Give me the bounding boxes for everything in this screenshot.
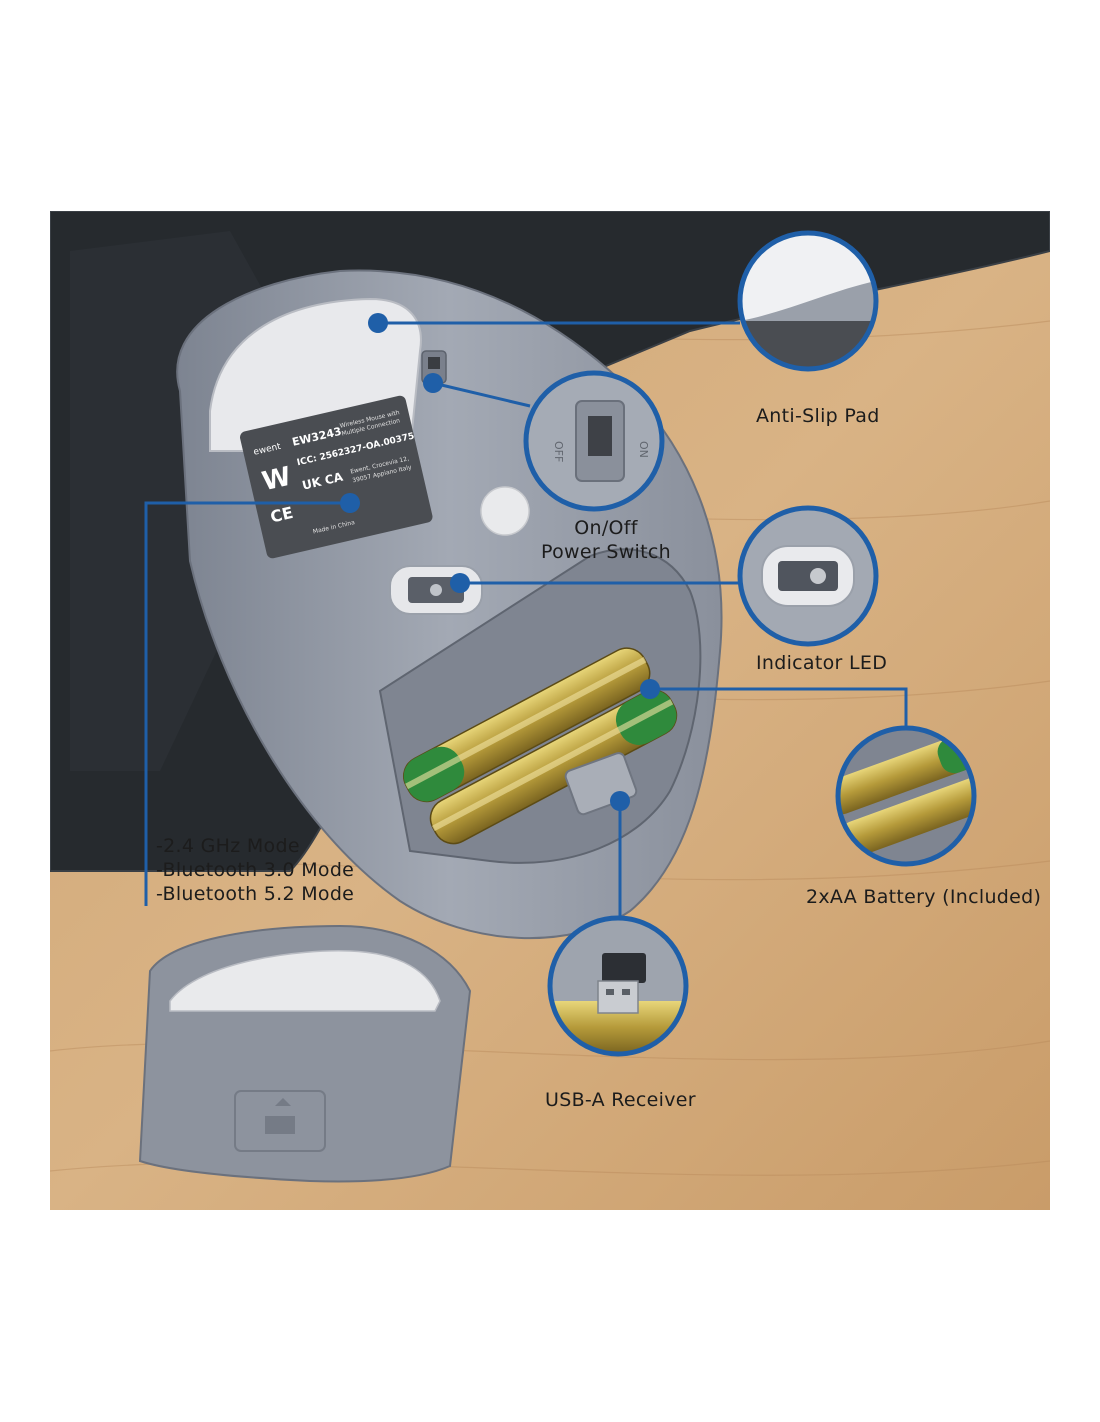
- qc-sticker: [480, 486, 530, 536]
- callout-power-switch-line1: On/Off: [574, 517, 638, 539]
- label-sticker: ewent EW3243 Wireless Mouse with Multipl…: [240, 395, 433, 559]
- mode-item: -2.4 GHz Mode: [156, 835, 300, 857]
- callout-battery: 2xAA Battery (Included): [806, 886, 1042, 908]
- mode-item: -Bluetooth 5.2 Mode: [156, 883, 355, 905]
- svg-text:W: W: [259, 462, 294, 498]
- zoom-anti-slip-pad: [740, 233, 876, 369]
- zoom-power-switch: OFF ON: [526, 373, 662, 509]
- callout-power-switch-line2: Power Switch: [541, 541, 671, 563]
- switch-on-label: ON: [637, 441, 650, 458]
- callout-usb-receiver: USB-A Receiver: [545, 1089, 696, 1111]
- leader-lines: [144, 321, 908, 918]
- battery-cover: [138, 924, 472, 1183]
- callout-power-switch: On/Off Power Switch: [536, 516, 676, 564]
- connection-modes-list: -2.4 GHz Mode -Bluetooth 3.0 Mode -Bluet…: [156, 834, 354, 906]
- callout-indicator-led: Indicator LED: [756, 652, 888, 674]
- aa-batteries: [403, 647, 678, 845]
- svg-text:CE: CE: [268, 503, 294, 527]
- zoom-indicator-led: [740, 508, 876, 644]
- photo-scene: ewent EW3243 Wireless Mouse with Multipl…: [50, 211, 1050, 1210]
- callout-anti-slip-pad: Anti-Slip Pad: [756, 405, 880, 427]
- product-photo: ewent EW3243 Wireless Mouse with Multipl…: [50, 211, 1050, 1210]
- switch-off-label: OFF: [552, 441, 565, 462]
- mode-item: -Bluetooth 3.0 Mode: [156, 859, 355, 881]
